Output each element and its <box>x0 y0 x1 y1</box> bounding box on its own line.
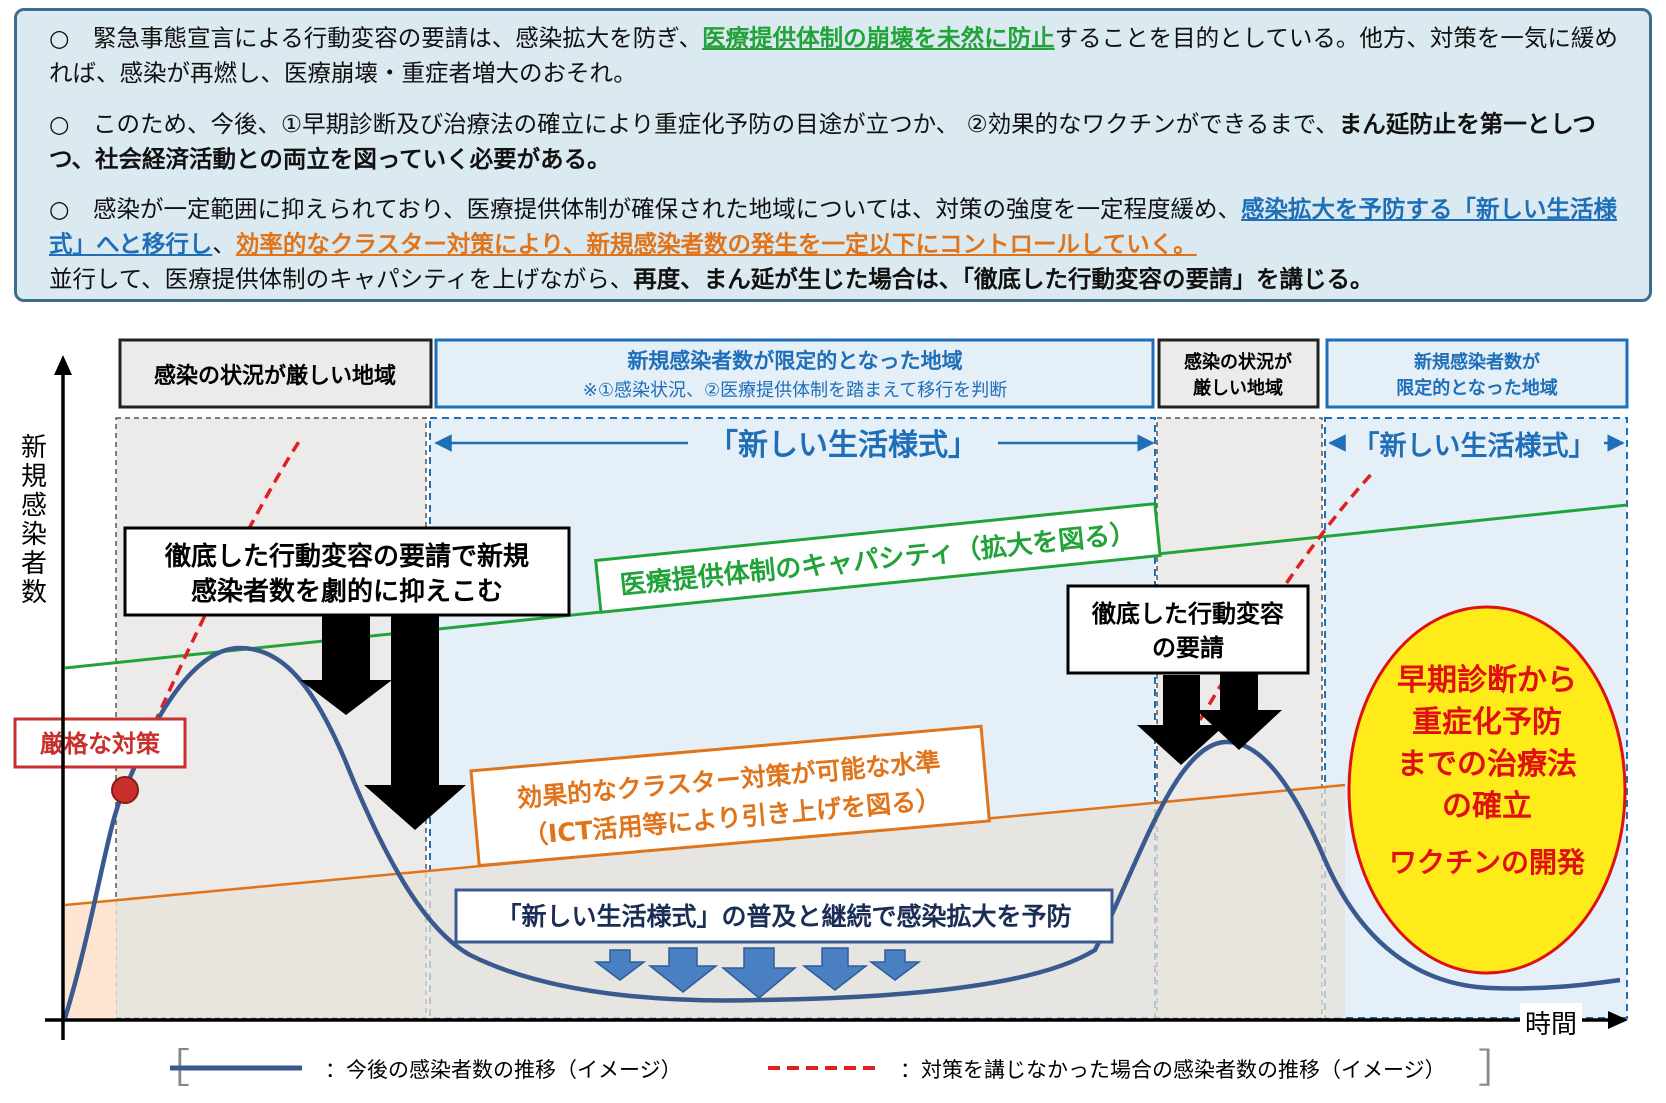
y-axis-label-char: 染 <box>21 520 47 550</box>
bullet: ○ <box>49 110 70 138</box>
blue-arrow-2 <box>647 947 719 993</box>
suppress-arrow-1 <box>300 615 392 715</box>
y-axis-label-char: 感 <box>21 491 47 521</box>
suppress-arrow-3 <box>1137 675 1225 765</box>
x-axis-label-bg <box>1520 1003 1582 1037</box>
legend-dashed-label: ：対策を講じなかった場合の感染者数の推移（イメージ） <box>900 1058 1446 1082</box>
y-axis-label-char: 新 <box>21 433 47 463</box>
zone-limited-1-title: 新規感染者数が限定的となった地域 <box>627 349 962 373</box>
spread-prevent-box <box>454 888 1114 944</box>
zone-severe-1-header <box>118 338 433 409</box>
oval-line-2: 重症化予防 <box>1412 705 1562 740</box>
new-lifestyle-label-1: 「新しい生活様式」 <box>708 428 978 463</box>
thorough-request-label-1: 徹底した行動変容の要請で新規 <box>164 541 529 572</box>
zone-limited-2-label-1: 新規感染者数が <box>1414 351 1540 373</box>
capacity-label-box <box>594 502 1162 614</box>
zone-severe-2-header <box>1157 338 1320 409</box>
oval-line-5: ワクチンの開発 <box>1389 846 1586 879</box>
cluster-label-box <box>469 724 991 868</box>
suppress-arrow-4 <box>1196 670 1282 750</box>
info-box: ○ 緊急事態宣言による行動変容の要請は、感染拡大を防ぎ、医療提供体制の崩壊を未然… <box>14 8 1652 302</box>
blue-arrow-3 <box>720 947 798 999</box>
infection-curve <box>62 645 1621 1019</box>
treatment-vaccine-oval <box>1347 605 1627 975</box>
zone-limited-1-header <box>434 338 1155 409</box>
thorough-request-box <box>123 526 571 617</box>
y-axis-label-char: 数 <box>21 578 47 608</box>
y-axis-label-char: 規 <box>21 462 47 492</box>
info-paragraph-1: ○ 緊急事態宣言による行動変容の要請は、感染拡大を防ぎ、医療提供体制の崩壊を未然… <box>49 24 1618 87</box>
thorough-request-label-2: 感染者数を劇的に抑えこむ <box>191 576 503 607</box>
strict-measures-label: 厳格な対策 <box>40 730 161 758</box>
spread-prevent-label: 「新しい生活様式」の普及と継続で感染拡大を予防 <box>496 902 1071 931</box>
bullet: ○ <box>49 24 70 52</box>
oval-line-4: の確立 <box>1442 789 1532 824</box>
strict-measures-point <box>111 776 139 804</box>
no-measure-curve-2 <box>1198 468 1377 721</box>
zone-severe-2-label-1: 感染の状況が <box>1184 351 1292 373</box>
info-paragraph-3: ○ 感染が一定範囲に抑えられており、医療提供体制が確保された地域については、対策… <box>49 195 1617 293</box>
suppress-arrow-2 <box>364 615 466 830</box>
zone-limited-2-header <box>1325 338 1629 409</box>
bullet: ○ <box>49 195 70 223</box>
y-axis-label-char: 者 <box>21 549 47 579</box>
oval-line-3: までの治療法 <box>1397 747 1577 782</box>
zone-severe-2-label-2: 厳しい地域 <box>1193 377 1283 399</box>
thorough-request-box-2 <box>1066 584 1310 675</box>
cluster-level-area-left <box>65 900 116 1018</box>
blue-arrow-4 <box>801 947 869 991</box>
x-axis-arrowhead <box>1608 1011 1628 1029</box>
legend-solid-label: ：今後の感染者数の推移（イメージ） <box>325 1058 682 1082</box>
info-paragraph-2: ○ このため、今後、①早期診断及び治療法の確立により重症化予防の目途が立つか、 … <box>49 110 1596 173</box>
y-axis-arrowhead <box>54 355 72 375</box>
legend-close-bracket: ］ <box>1478 1046 1518 1092</box>
zone-limited-2-label-2: 限定的となった地域 <box>1396 377 1557 399</box>
blue-arrow-1 <box>593 949 647 981</box>
blue-arrow-5 <box>868 949 922 981</box>
x-axis-label: 時間 <box>1525 1010 1577 1040</box>
new-lifestyle-label-2: 「新しい生活様式」 <box>1353 430 1596 462</box>
oval-line-1: 早期診断から <box>1397 663 1577 698</box>
thorough-request-2-label-1: 徹底した行動変容 <box>1091 600 1284 628</box>
thorough-request-2-label-2: の要請 <box>1152 634 1224 662</box>
strict-measures-box <box>13 717 187 769</box>
zone-limited-1-note: ※①感染状況、②医療提供体制を踏まえて移行を判断 <box>583 380 1007 401</box>
y-axis-label: 新規感染者数 <box>21 433 47 608</box>
zone-severe-1-label: 感染の状況が厳しい地域 <box>154 363 396 389</box>
